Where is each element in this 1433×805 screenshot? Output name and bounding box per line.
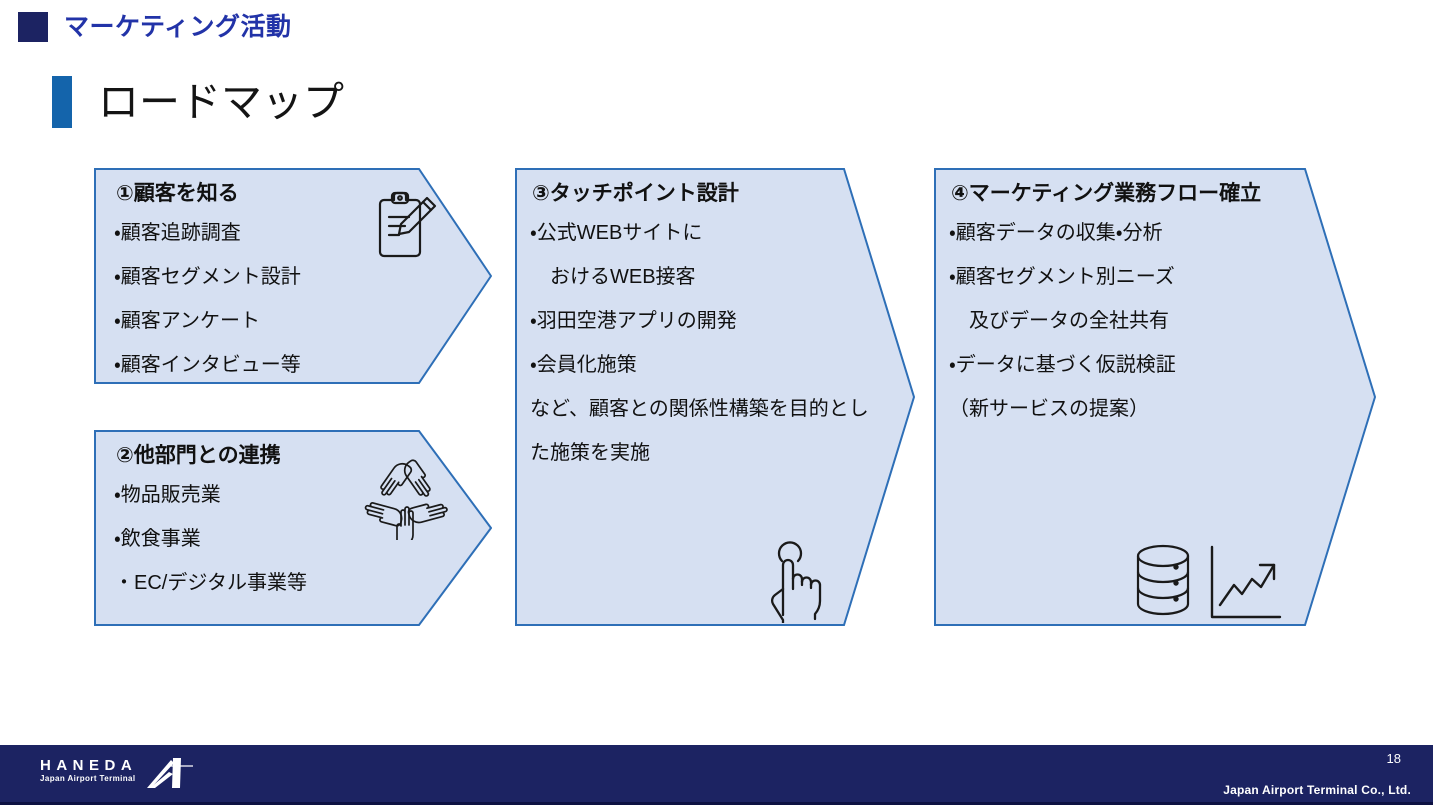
section-header-accent-square [18, 12, 48, 42]
page-title-accent-bar [52, 76, 72, 128]
page-title-text: ロードマップ [98, 78, 344, 125]
roadmap-block-4: ④マーケティング業務フロー確立 ・顧客データの収集・分析 ・顧客セグメント別ニー… [934, 168, 1376, 626]
block-2-lines: ・物品販売業 ・飲食事業 ・EC/デジタル事業等 [114, 483, 307, 595]
block-2-content: ②他部門との連携 ・物品販売業 ・飲食事業 ・EC/デジタル事業等 [94, 430, 492, 626]
block-3-line: ・羽田空港アプリの開発 [530, 310, 737, 332]
block-3-chevron-shape [515, 168, 915, 626]
section-header-label: マーケティング活動 [64, 12, 292, 41]
block-2-line: ・EC/デジタル事業等 [114, 572, 307, 594]
database-icon [1136, 544, 1190, 616]
block-2-chevron-shape [94, 430, 492, 626]
block-1-chevron-shape [94, 168, 492, 384]
block-4-line: ・データに基づく仮説検証 [949, 354, 1176, 376]
roadmap-block-2: ②他部門との連携 ・物品販売業 ・飲食事業 ・EC/デジタル事業等 [94, 430, 492, 626]
roadmap-block-3: ③タッチポイント設計 ・公式WEBサイトに おけるWEB接客 ・羽田空港アプリの… [515, 168, 915, 626]
block-3-line: た施策を実施 [530, 442, 650, 464]
block-3-lines: ・公式WEBサイトに おけるWEB接客 ・羽田空港アプリの開発 ・会員化施策 な… [530, 221, 869, 465]
block-3-line: ・会員化施策 [530, 354, 637, 376]
haneda-logo-name: HANEDA [40, 757, 138, 774]
copyright-text: Japan Airport Terminal Co., Ltd. [1223, 783, 1411, 797]
block-1-content: ①顧客を知る ・顧客追跡調査 ・顧客セグメント設計 ・顧客アンケート ・顧客イン… [94, 168, 492, 384]
footer-bar: HANEDA Japan Airport Terminal 18 Japan A… [0, 745, 1433, 805]
block-1-lines: ・顧客追跡調査 ・顧客セグメント設計 ・顧客アンケート ・顧客インタビュー等 [114, 221, 301, 377]
block-4-line: 及びデータの全社共有 [949, 310, 1169, 332]
block-3-line: おけるWEB接客 [530, 266, 696, 288]
block-2-line: ・飲食事業 [114, 528, 201, 550]
block-4-line: ・顧客セグメント別ニーズ [949, 266, 1175, 288]
block-1-line: ・顧客インタビュー等 [114, 354, 301, 376]
block-4-content: ④マーケティング業務フロー確立 ・顧客データの収集・分析 ・顧客セグメント別ニー… [934, 168, 1376, 626]
haneda-logo: HANEDA Japan Airport Terminal [40, 758, 194, 791]
haneda-logo-text: HANEDA Japan Airport Terminal [40, 758, 137, 784]
block-1-line: ・顧客セグメント設計 [114, 266, 301, 288]
page-number: 18 [1386, 751, 1401, 766]
line-chart-up-icon [1210, 545, 1282, 619]
block-3-line: など、顧客との関係性構築を目的とし [530, 398, 869, 420]
block-4-line: （新サービスの提案） [949, 398, 1149, 420]
block-1-line: ・顧客追跡調査 [114, 222, 241, 244]
block-3-content: ③タッチポイント設計 ・公式WEBサイトに おけるWEB接客 ・羽田空港アプリの… [515, 168, 915, 626]
block-1-line: ・顧客アンケート [114, 310, 260, 332]
section-header: マーケティング活動 [18, 12, 292, 42]
block-4-chevron-shape [934, 168, 1376, 626]
block-2-title: ②他部門との連携 [116, 444, 281, 467]
teamwork-hands-icon [364, 459, 448, 540]
clipboard-pencil-icon [378, 191, 437, 258]
block-4-title: ④マーケティング業務フロー確立 [951, 182, 1262, 205]
block-2-line: ・物品販売業 [114, 484, 221, 506]
roadmap-block-1: ①顧客を知る ・顧客追跡調査 ・顧客セグメント設計 ・顧客アンケート ・顧客イン… [94, 168, 492, 384]
block-4-lines: ・顧客データの収集・分析 ・顧客セグメント別ニーズ 及びデータの全社共有 ・デー… [949, 221, 1176, 421]
footer-bottom-rule [0, 802, 1433, 805]
page-title: ロードマップ [52, 76, 344, 128]
tap-hand-icon [771, 541, 822, 623]
block-3-title: ③タッチポイント設計 [532, 182, 739, 205]
block-1-title: ①顧客を知る [116, 182, 239, 205]
haneda-logo-subtitle: Japan Airport Terminal [40, 773, 136, 783]
block-4-line: ・顧客データの収集・分析 [949, 222, 1163, 244]
block-3-line: ・公式WEBサイトに [530, 222, 703, 244]
haneda-runway-mark-icon [147, 758, 194, 788]
